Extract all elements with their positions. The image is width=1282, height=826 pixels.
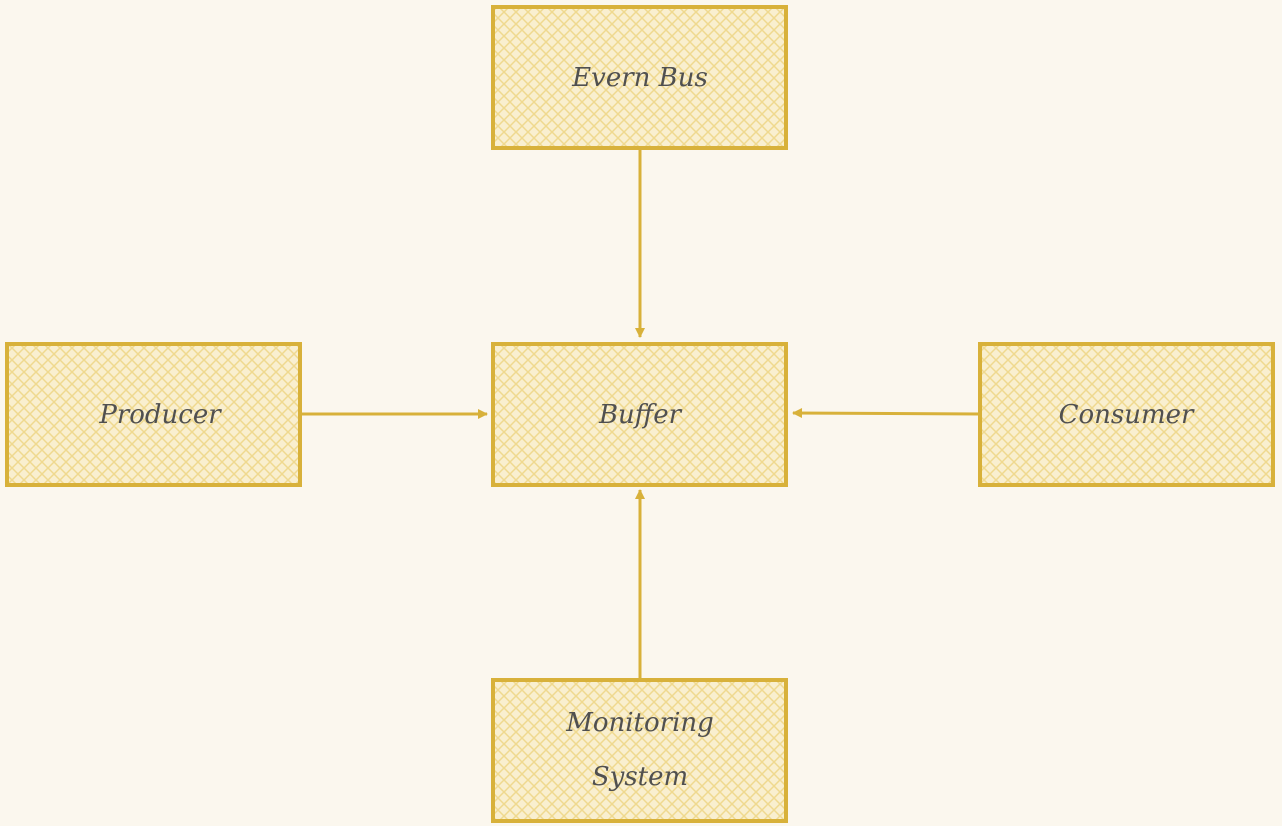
- node-consumer[interactable]: Consumer: [978, 342, 1275, 487]
- node-buffer-label: Buffer: [598, 400, 683, 430]
- node-monitoring-system[interactable]: Monitoring System: [491, 678, 788, 823]
- node-event-bus-box: [491, 5, 788, 150]
- node-consumer-label: Consumer: [1059, 400, 1195, 430]
- node-producer-label: Producer: [98, 400, 222, 430]
- node-buffer-box: [491, 342, 788, 487]
- arrow-consumer-to-buffer: [792, 408, 981, 419]
- node-monitoring-system-box: [491, 678, 788, 823]
- node-buffer[interactable]: Buffer: [491, 342, 788, 487]
- node-event-bus[interactable]: Evern Bus: [491, 5, 788, 150]
- node-consumer-box: [978, 342, 1275, 487]
- node-producer[interactable]: Producer: [5, 342, 302, 487]
- node-event-bus-label: Evern Bus: [571, 63, 708, 93]
- node-monitoring-system-label-line2: System: [592, 762, 688, 792]
- node-monitoring-system-label-line1: Monitoring: [565, 708, 714, 738]
- node-producer-box: [5, 342, 302, 487]
